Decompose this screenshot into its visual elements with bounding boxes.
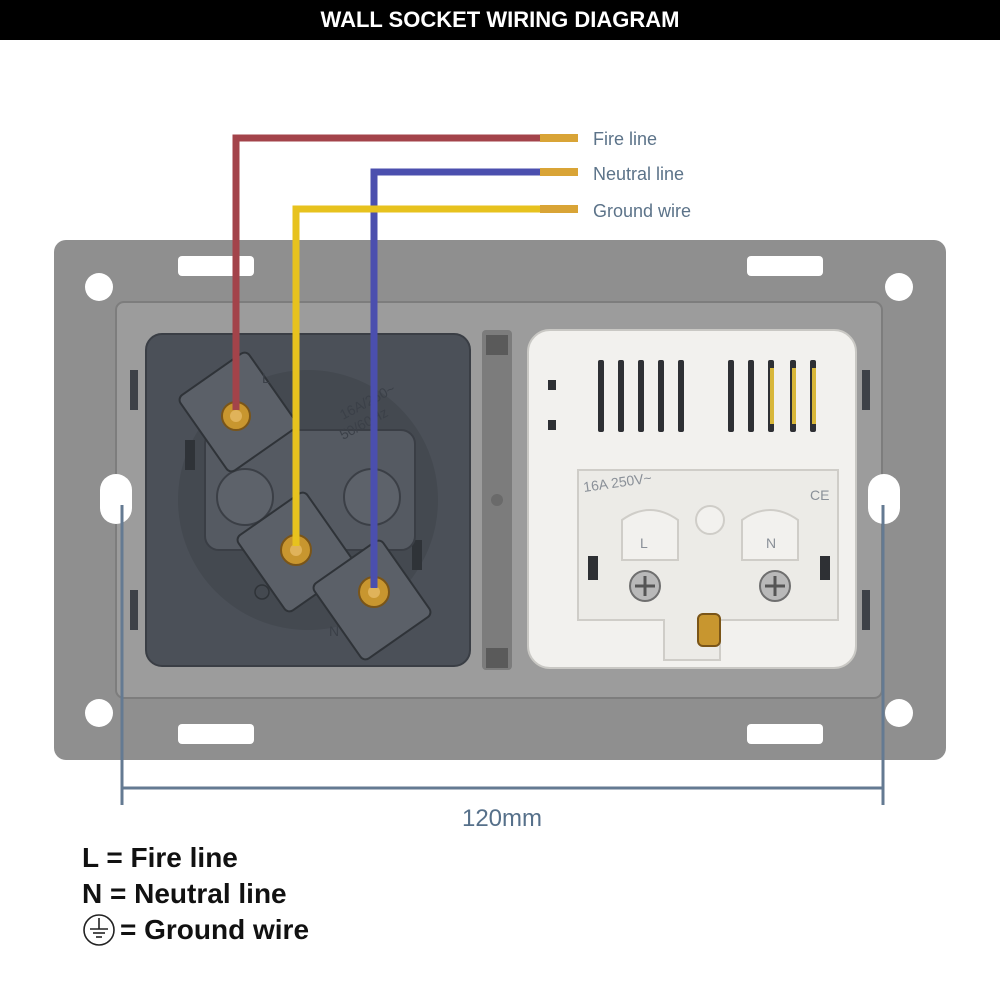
neutral-line-wire (370, 168, 542, 588)
legend-ground: = Ground wire (82, 912, 309, 948)
plate-oval-slot (868, 474, 900, 524)
legend-n-text: N = Neutral line (82, 878, 287, 909)
wire-label-ground: Ground wire (593, 201, 691, 221)
plate-slot (747, 256, 823, 276)
screw-hole (885, 699, 913, 727)
right-n-label: N (766, 535, 776, 551)
right-ce-mark: CE (810, 487, 829, 503)
page-title: WALL SOCKET WIRING DIAGRAM (0, 0, 1000, 40)
screw-hole (885, 273, 913, 301)
fire-line-wire (232, 134, 542, 410)
screw-hole (85, 699, 113, 727)
terminal-n-label: N (329, 623, 339, 639)
ground-screw (697, 613, 721, 647)
screw-hole (85, 273, 113, 301)
legend-l: L = Fire line (82, 840, 309, 876)
legend-n: N = Neutral line (82, 876, 309, 912)
plate-oval-slot (100, 474, 132, 524)
dimension-line (120, 505, 885, 805)
terminal-l-label: L (262, 370, 270, 386)
plate-slot (178, 256, 254, 276)
dimension-label: 120mm (462, 805, 542, 832)
plate-slot (747, 724, 823, 744)
right-l-label: L (640, 535, 648, 551)
ground-symbol-icon (83, 914, 115, 946)
ground-wire (292, 205, 542, 546)
legend: L = Fire line N = Neutral line = Ground … (82, 840, 309, 948)
legend-l-text: L = Fire line (82, 842, 238, 873)
wire-label-fire: Fire line (593, 129, 657, 149)
pin-hole (216, 468, 274, 526)
legend-ground-text: = Ground wire (120, 914, 310, 945)
wire-label-neutral: Neutral line (593, 164, 684, 184)
plate-slot (178, 724, 254, 744)
